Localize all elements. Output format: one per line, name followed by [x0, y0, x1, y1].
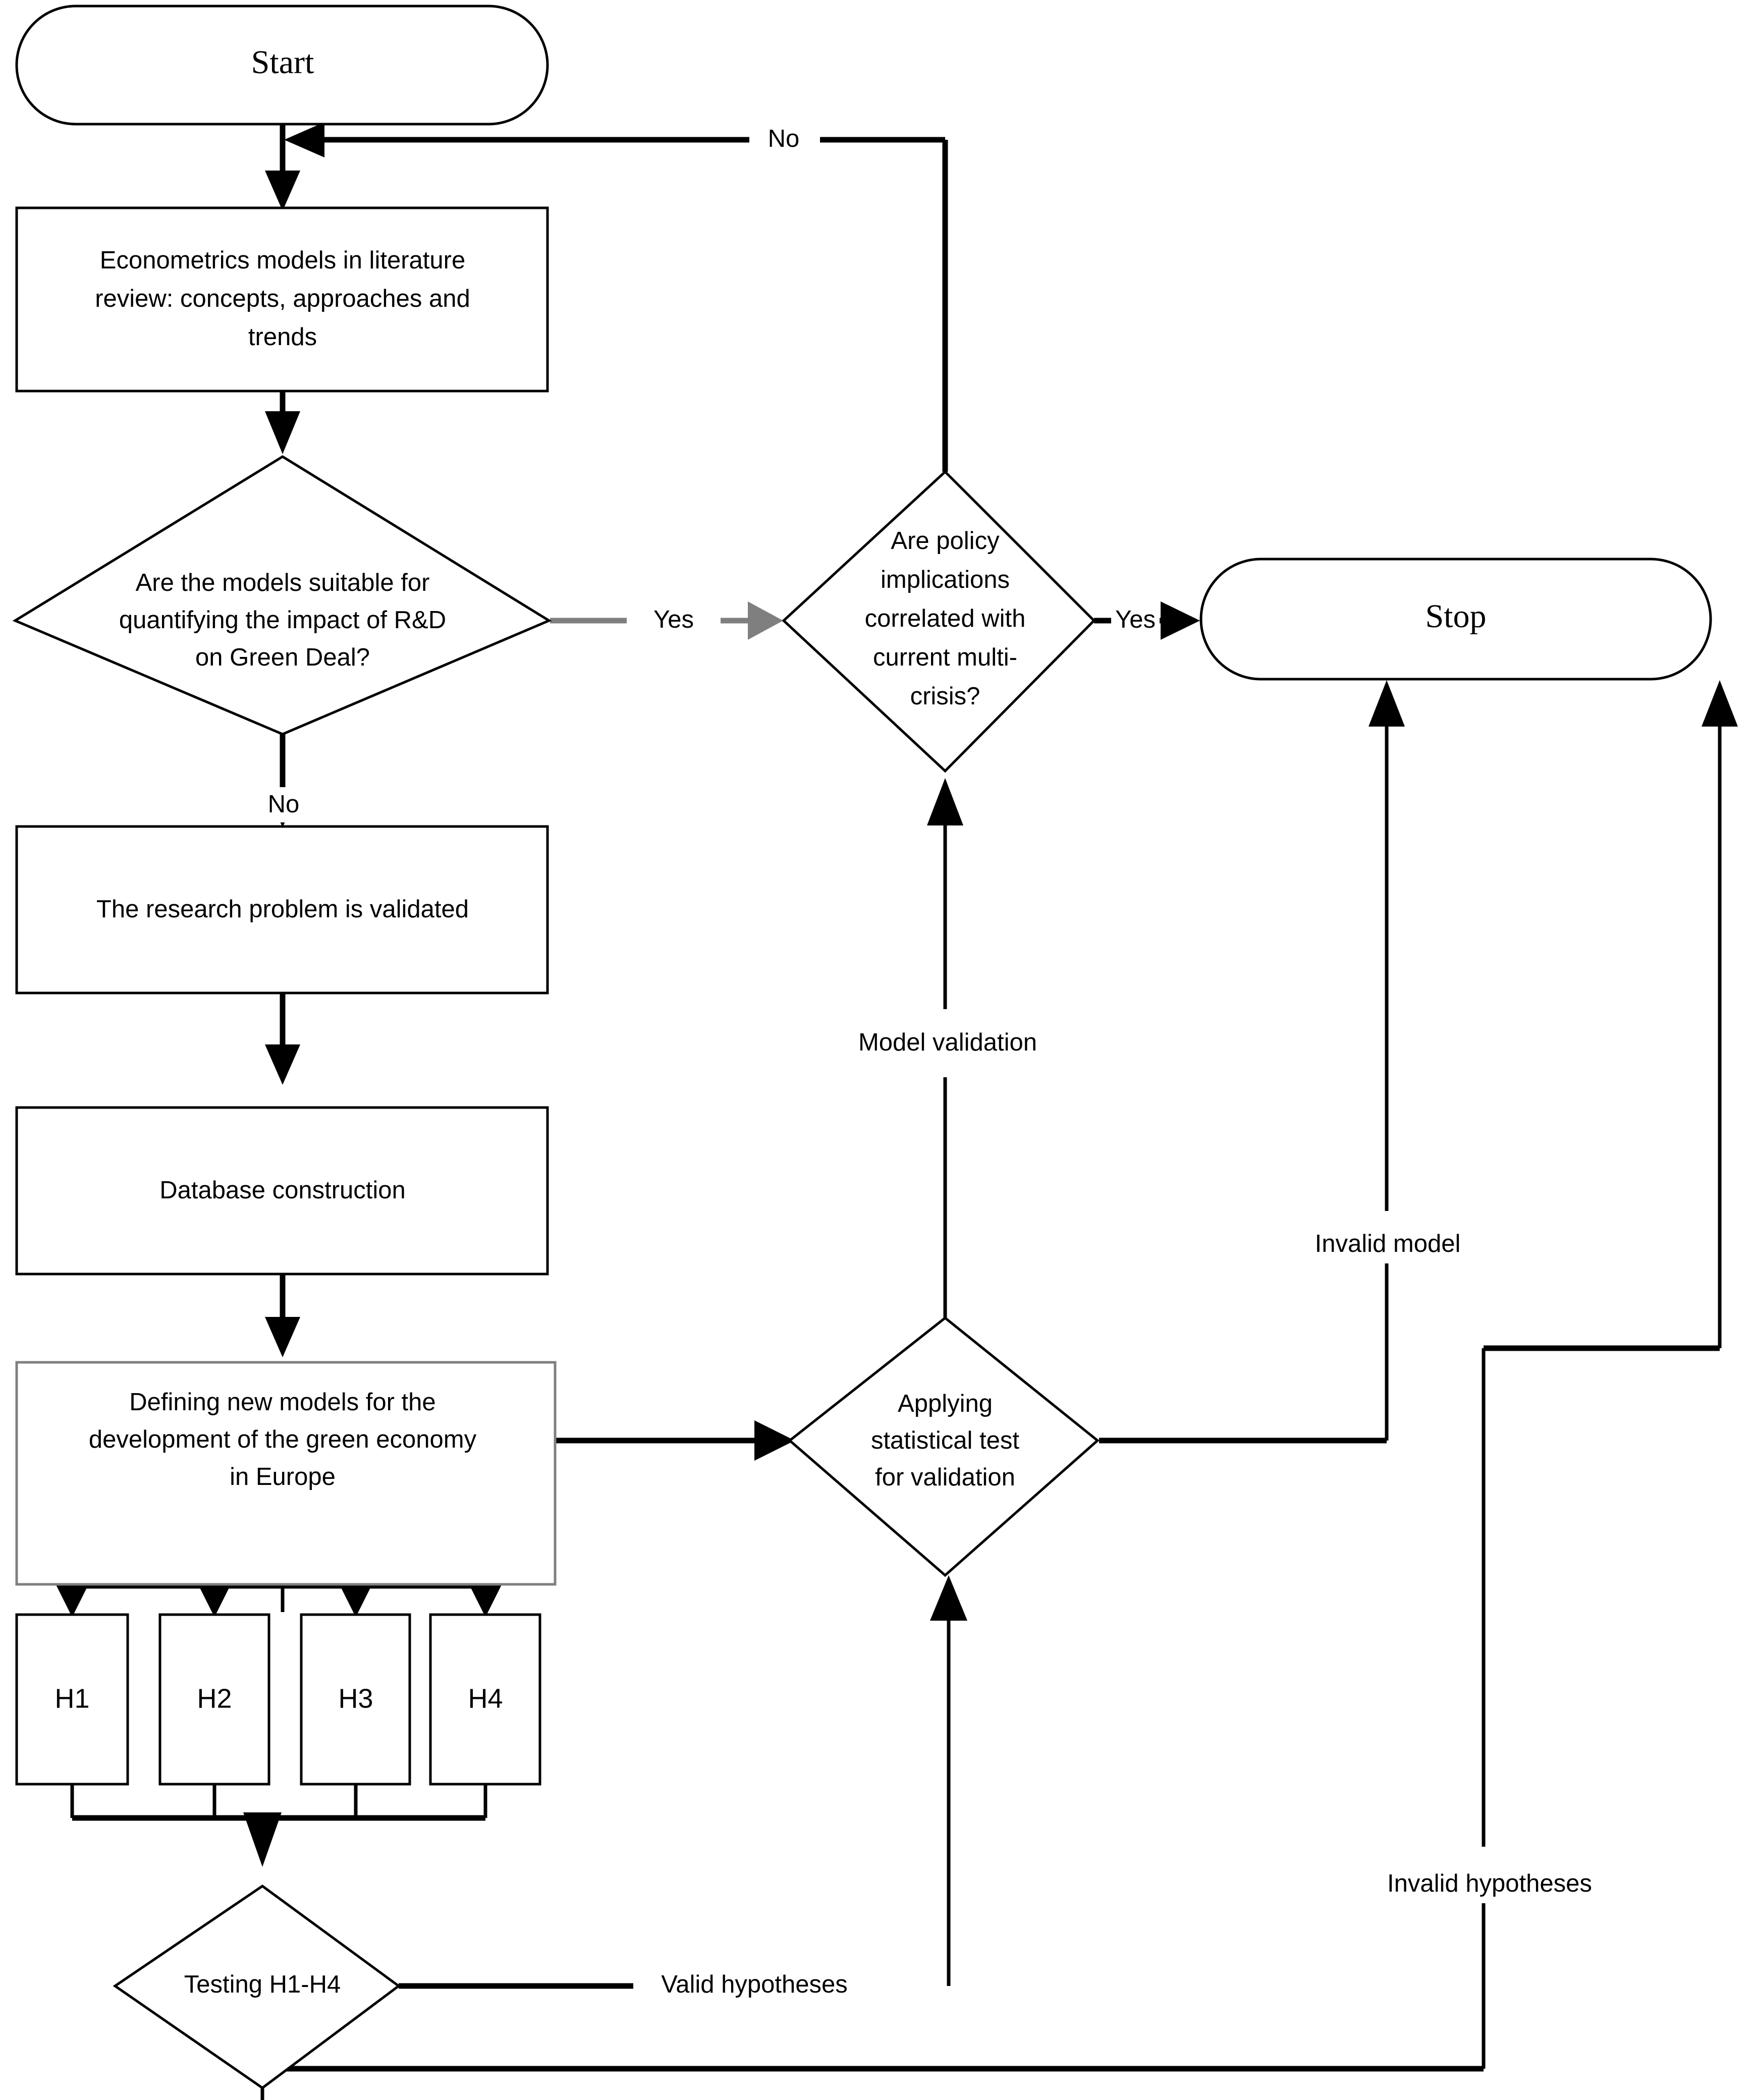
node-policy-line2: implications — [881, 566, 1010, 593]
node-h4-label: H4 — [468, 1683, 503, 1714]
node-policy-line1: Are policy — [891, 527, 1000, 555]
edge-label-no-suitable: No — [250, 788, 318, 822]
edge-label-yes-suitable: Yes — [627, 603, 721, 638]
node-hypothesis-h4[interactable]: H4 — [429, 1613, 541, 1786]
edge-label-yes-policy: Yes — [1111, 603, 1160, 638]
edge-model-validation — [927, 778, 963, 1332]
node-testing-decision[interactable]: Testing H1-H4 — [113, 1884, 401, 2090]
node-stattest-line1: Applying — [898, 1390, 993, 1417]
node-literature-line3: trends — [248, 323, 317, 351]
node-stattest-line3: for validation — [875, 1464, 1015, 1491]
node-policy-line5: crisis? — [910, 683, 980, 710]
node-hypothesis-h2[interactable]: H2 — [158, 1613, 270, 1786]
node-policy-line4: current multi- — [873, 644, 1017, 671]
edge-defining-to-stattest — [555, 1420, 795, 1461]
node-stattest-line2: statistical test — [871, 1427, 1019, 1454]
edge-no-loopback — [284, 122, 948, 472]
node-h2-label: H2 — [197, 1683, 232, 1714]
edge-label-model-validation: Model validation — [827, 1026, 1066, 1062]
node-testing-label: Testing H1-H4 — [184, 1971, 341, 1998]
edge-defining-to-hypotheses — [54, 1582, 503, 1617]
node-hypothesis-h3[interactable]: H3 — [300, 1613, 411, 1786]
node-stop[interactable]: Stop — [1199, 558, 1712, 681]
node-defining-models[interactable]: Defining new models for the development … — [15, 1361, 557, 1586]
edge-label-no-top: No — [749, 123, 820, 157]
node-start[interactable]: Start — [15, 5, 549, 126]
edge-yes-suitable — [550, 601, 783, 640]
node-suitable-line3: on Green Deal? — [195, 644, 370, 671]
node-h1-label: H1 — [54, 1683, 89, 1714]
edge-invalid-hypotheses — [260, 680, 1738, 2100]
node-literature-line2: review: concepts, approaches and — [95, 285, 470, 312]
node-suitable-decision[interactable]: Are the models suitable for quantifying … — [12, 455, 552, 736]
node-hypothesis-h1[interactable]: H1 — [15, 1613, 129, 1786]
edge-label-valid-hypotheses: Valid hypotheses — [633, 1968, 874, 2004]
node-database-label: Database construction — [159, 1177, 406, 1204]
node-h3-label: H3 — [338, 1683, 373, 1714]
node-defining-line2: development of the green economy — [89, 1426, 477, 1453]
edge-start-to-literature — [265, 125, 300, 211]
edge-valid-hypotheses — [399, 1575, 967, 1989]
node-defining-line3: in Europe — [230, 1463, 336, 1490]
node-literature-review[interactable]: Econometrics models in literature review… — [15, 206, 549, 393]
edge-label-yes-suitable-text: Yes — [653, 606, 694, 633]
edge-label-model-validation-text: Model validation — [858, 1029, 1037, 1056]
node-suitable-line1: Are the models suitable for — [136, 569, 430, 596]
node-literature-line1: Econometrics models in literature — [100, 247, 465, 274]
edge-label-invalid-hypotheses-text: Invalid hypotheses — [1387, 1870, 1592, 1897]
node-policy-line3: correlated with — [865, 605, 1026, 632]
edge-hypotheses-to-testing — [70, 1784, 487, 1867]
edge-label-invalid-model-text: Invalid model — [1315, 1230, 1461, 1257]
edge-research-to-database — [265, 991, 300, 1085]
edge-invalid-model — [1099, 680, 1405, 1444]
edge-label-invalid-model: Invalid model — [1289, 1227, 1486, 1263]
node-suitable-line2: quantifying the impact of R&D — [119, 606, 446, 634]
node-policy-decision[interactable]: Are policy implications correlated with … — [782, 470, 1096, 773]
node-database-construction[interactable]: Database construction — [15, 1106, 549, 1276]
edge-label-valid-hypotheses-text: Valid hypotheses — [661, 1971, 848, 1998]
edge-literature-to-suitable — [265, 391, 300, 454]
node-stop-label: Stop — [1425, 598, 1486, 635]
edge-label-invalid-hypotheses: Invalid hypotheses — [1357, 1867, 1622, 1903]
node-defining-line1: Defining new models for the — [129, 1389, 435, 1416]
edge-label-yes-policy-text: Yes — [1115, 606, 1156, 633]
node-research-problem[interactable]: The research problem is validated — [15, 825, 549, 994]
edge-label-no-top-text: No — [768, 125, 800, 152]
edge-label-no-suitable-text: No — [268, 791, 300, 818]
node-start-label: Start — [251, 44, 314, 81]
node-research-problem-label: The research problem is validated — [96, 896, 469, 923]
edge-database-to-defining — [265, 1272, 300, 1357]
node-statistical-test-decision[interactable]: Applying statistical test for validation — [788, 1316, 1100, 1577]
